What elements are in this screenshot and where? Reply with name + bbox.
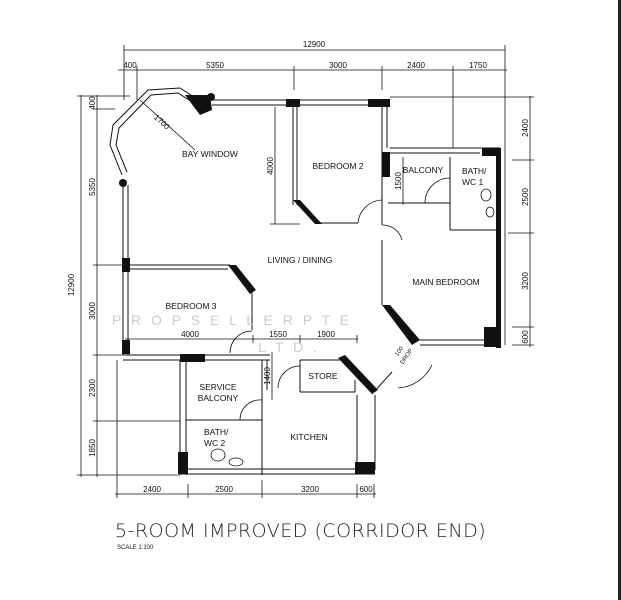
dim-top-overall: 12900 xyxy=(303,40,326,49)
dim-left-overall: 12900 xyxy=(67,273,76,296)
page-edge xyxy=(618,0,621,600)
dim-inner-1: 4000 xyxy=(181,330,199,339)
dim-bottom-2: 2500 xyxy=(215,485,233,494)
dim-left-5: 1850 xyxy=(88,439,97,457)
label-service-balcony-line1: SERVICE xyxy=(199,382,236,392)
label-bath-wc1-line2: WC 1 xyxy=(462,177,484,187)
watermark-line-1: P R O P S E L L E R P T E xyxy=(112,312,352,328)
label-bath-wc2-line2: WC 2 xyxy=(204,438,226,448)
inner-dimensions: 4000 1500 1400 4000 1550 1900 1700 xyxy=(125,99,404,400)
watermark-line-2: L T D . xyxy=(258,339,320,355)
dim-top-1: 400 xyxy=(123,61,137,70)
dim-inner-2: 1550 xyxy=(269,330,287,339)
dim-bedroom2-depth: 4000 xyxy=(266,157,275,175)
bottom-dimensions: 2400 2500 3200 600 xyxy=(115,360,376,498)
dim-top-3: 3000 xyxy=(329,61,347,70)
left-dimensions: 12900 400 5350 3000 2300 1850 xyxy=(67,95,180,477)
label-bedroom-2: BEDROOM 2 xyxy=(312,161,363,171)
label-main-bedroom: MAIN BEDROOM xyxy=(412,277,480,287)
dim-left-2: 5350 xyxy=(88,178,97,196)
dim-left-3: 3000 xyxy=(88,302,97,320)
dim-left-4: 2300 xyxy=(88,379,97,397)
label-living-dining: LIVING / DINING xyxy=(268,255,333,265)
dim-top-2: 5350 xyxy=(206,61,224,70)
label-drop: 100 DROP xyxy=(394,345,414,365)
right-dimensions: 2400 2500 3200 600 xyxy=(390,96,534,347)
dim-balcony-depth: 1500 xyxy=(394,172,403,190)
room-labels: BAY WINDOW BEDROOM 2 BALCONY BATH/ WC 1 … xyxy=(165,149,487,448)
label-bath-wc1-line1: BATH/ xyxy=(462,166,487,176)
top-dimensions: 12900 400 5350 3000 2400 1750 xyxy=(118,40,507,345)
dim-bottom-3: 3200 xyxy=(301,485,319,494)
label-balcony: BALCONY xyxy=(403,165,444,175)
walls xyxy=(109,87,501,475)
label-bath-wc2-line1: BATH/ xyxy=(204,427,229,437)
dim-top-5: 1750 xyxy=(469,61,487,70)
label-service-balcony-line2: BALCONY xyxy=(198,393,239,403)
dim-left-1: 400 xyxy=(88,96,97,110)
dim-bottom-4: 600 xyxy=(359,485,373,494)
label-drop-value: 100 xyxy=(394,345,405,357)
dim-bottom-1: 2400 xyxy=(143,485,161,494)
label-store: STORE xyxy=(308,371,337,381)
dim-top-4: 2400 xyxy=(407,61,425,70)
dim-right-4: 600 xyxy=(521,330,530,344)
label-bay-window: BAY WINDOW xyxy=(182,149,238,159)
dim-right-3: 3200 xyxy=(521,272,530,290)
dim-right-1: 2400 xyxy=(521,119,530,137)
plan-scale: SCALE 1:100 xyxy=(117,545,154,551)
dim-right-2: 2500 xyxy=(521,188,530,206)
label-bedroom-3: BEDROOM 3 xyxy=(165,301,216,311)
dim-bay-diagonal: 1700 xyxy=(152,113,172,132)
dim-inner-3: 1900 xyxy=(317,330,335,339)
label-kitchen: KITCHEN xyxy=(290,432,327,442)
plan-title: 5-ROOM IMPROVED (CORRIDOR END) xyxy=(115,520,486,542)
